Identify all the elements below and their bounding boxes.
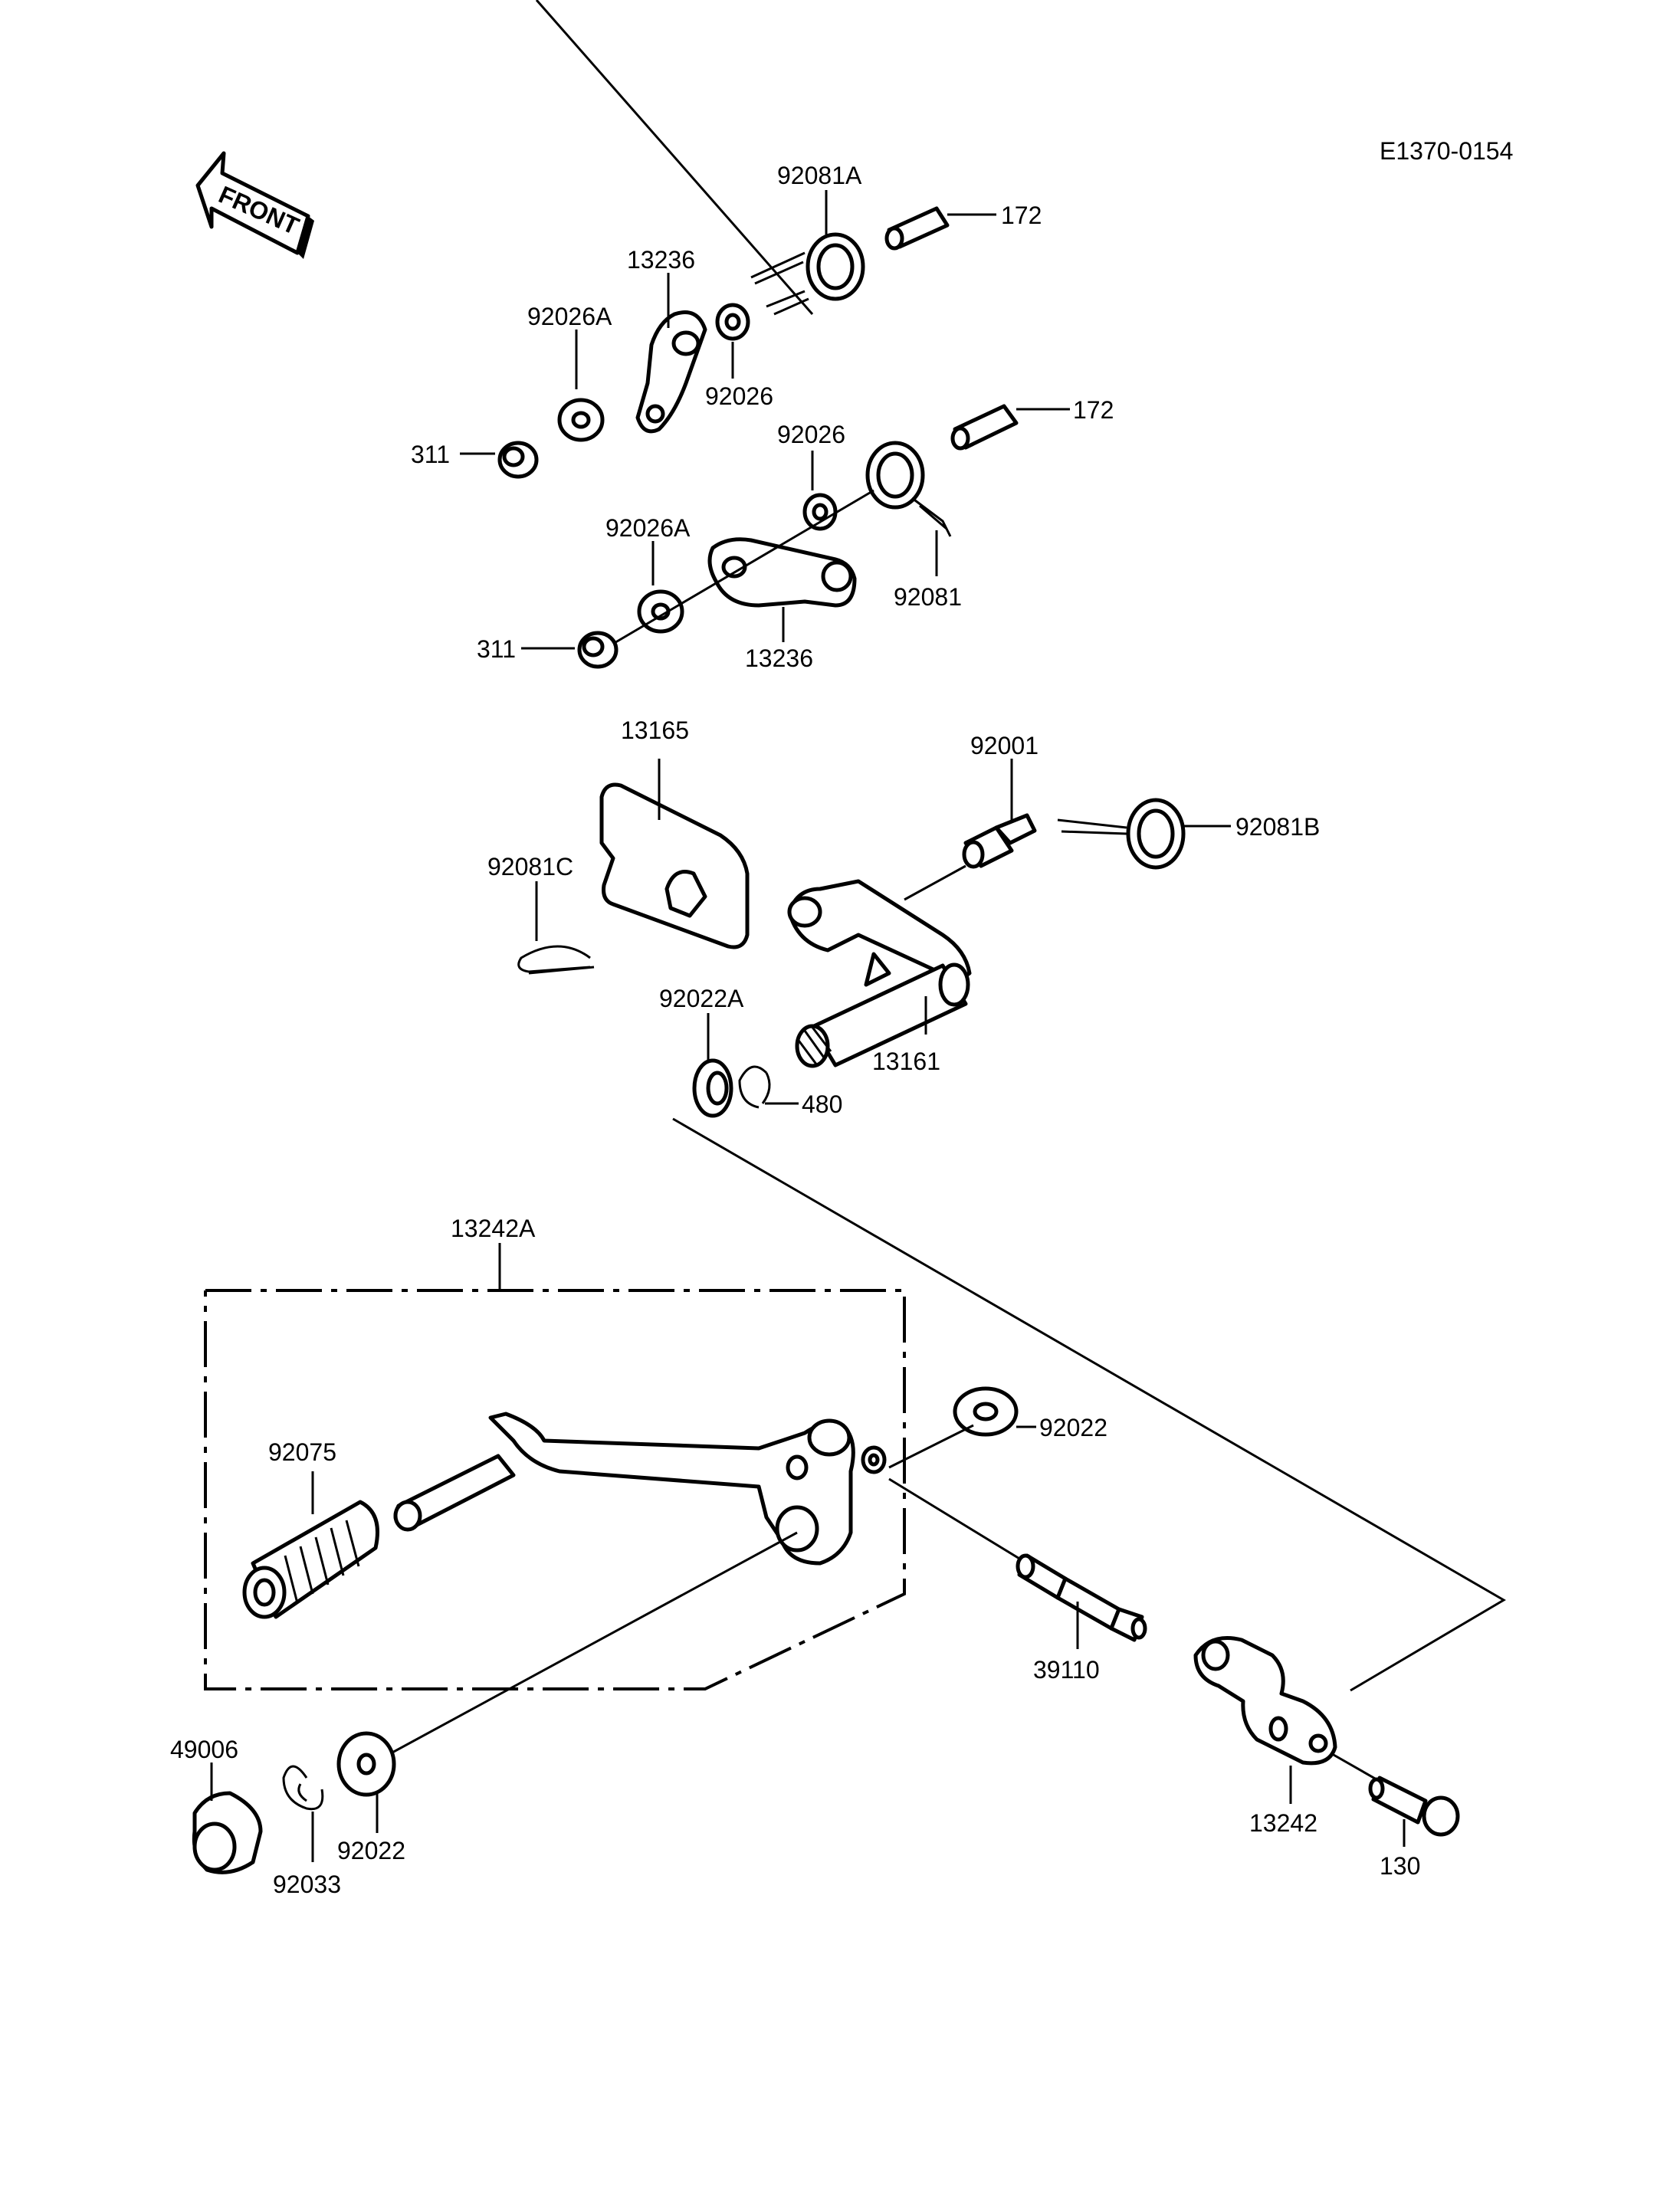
label-92081B: 92081B xyxy=(1235,813,1320,841)
nut-311-mid xyxy=(521,631,619,669)
label-13242A: 13242A xyxy=(451,1215,536,1242)
washer-92022-right xyxy=(953,1386,1036,1437)
label-311-top: 311 xyxy=(411,441,450,468)
group-box-13242A xyxy=(204,1289,906,1690)
washer-92026A-top xyxy=(557,330,605,442)
label-92022-right: 92022 xyxy=(1039,1414,1107,1441)
label-13161: 13161 xyxy=(872,1048,940,1075)
arm-13236-mid xyxy=(707,537,857,642)
axis-line-2 xyxy=(612,489,874,645)
label-172-mid: 172 xyxy=(1073,396,1114,424)
label-13236-mid: 13236 xyxy=(745,644,813,672)
footpeg-rubber-92075 xyxy=(242,1471,379,1619)
washer-92022-bottom xyxy=(336,1731,396,1833)
spring-92081B xyxy=(1057,798,1231,870)
bolt-130 xyxy=(1333,1753,1460,1847)
label-92022-bottom: 92022 xyxy=(337,1837,405,1864)
front-arrow-icon: FRONT xyxy=(195,151,314,259)
pin-172-mid xyxy=(950,404,1070,451)
axis-line-1 xyxy=(535,0,814,315)
washer-92026A-mid xyxy=(637,541,684,634)
pin-92001 xyxy=(962,759,1037,869)
label-92001: 92001 xyxy=(970,732,1039,759)
spring-92081A xyxy=(750,190,865,316)
nut-311-top xyxy=(460,441,539,479)
washer-92026-top xyxy=(715,303,750,379)
circlip-480 xyxy=(738,1065,799,1109)
plate-13165 xyxy=(599,759,750,949)
washer-92026-mid xyxy=(802,451,838,531)
label-13242: 13242 xyxy=(1249,1809,1317,1837)
label-92081C: 92081C xyxy=(487,853,573,880)
label-13236-top: 13236 xyxy=(627,246,695,274)
diagram-code: E1370-0154 xyxy=(1380,137,1513,165)
label-480: 480 xyxy=(802,1090,842,1118)
axis-line-4 xyxy=(390,1531,798,1755)
label-92026A-mid: 92026A xyxy=(605,514,691,542)
pedal-bolt xyxy=(861,1445,887,1474)
reference-line xyxy=(672,1117,1506,1692)
washer-92022A xyxy=(692,1013,733,1118)
label-13165: 13165 xyxy=(621,716,689,744)
label-92033: 92033 xyxy=(273,1871,341,1898)
pedal-arm xyxy=(393,1412,855,1566)
label-39110: 39110 xyxy=(1033,1656,1100,1684)
label-130: 130 xyxy=(1380,1852,1420,1880)
label-92026-mid: 92026 xyxy=(777,421,845,448)
label-311-mid: 311 xyxy=(477,635,516,663)
label-49006: 49006 xyxy=(170,1736,238,1763)
spring-92081 xyxy=(865,441,952,576)
axis-line-3 xyxy=(888,1424,974,1469)
shaft-13161 xyxy=(787,864,972,1068)
label-92075: 92075 xyxy=(268,1438,336,1466)
arm-13236-top xyxy=(635,273,707,434)
label-172-top: 172 xyxy=(1001,202,1042,229)
label-92026A-top: 92026A xyxy=(527,303,612,330)
label-92081A: 92081A xyxy=(777,162,862,189)
lever-13242 xyxy=(1193,1636,1337,1804)
label-92081: 92081 xyxy=(894,583,962,611)
tie-rod-39110 xyxy=(888,1477,1147,1649)
label-92022A: 92022A xyxy=(659,985,744,1012)
pin-172-top xyxy=(884,206,996,251)
clip-92081C xyxy=(517,881,595,975)
label-92026-top: 92026 xyxy=(705,382,773,410)
cap-49006 xyxy=(192,1763,263,1874)
clip-92033 xyxy=(282,1765,324,1862)
